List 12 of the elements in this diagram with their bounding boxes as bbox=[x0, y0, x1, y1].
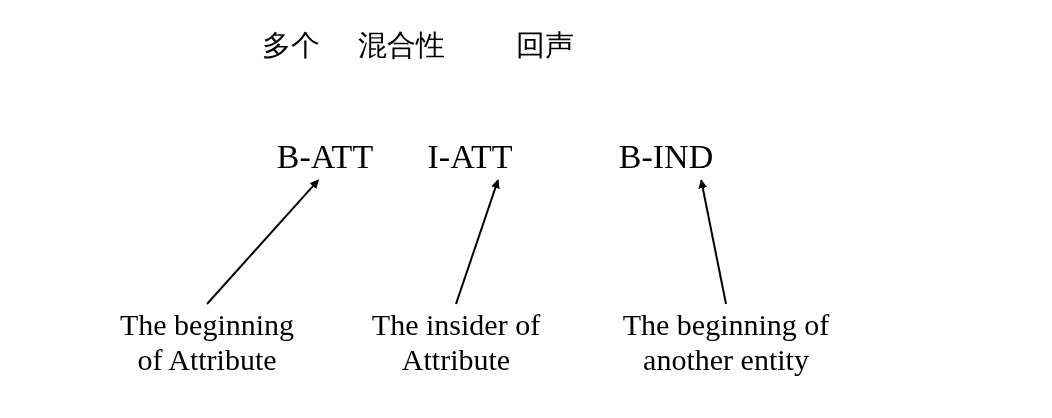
description-text: The beginning of another entity bbox=[610, 308, 842, 377]
description-text: The insider of Attribute bbox=[366, 308, 546, 377]
tag-label: B-ATT bbox=[258, 137, 392, 177]
description-text: The beginning of Attribute bbox=[112, 308, 302, 377]
arrow bbox=[455, 179, 500, 305]
tag-label: B-IND bbox=[578, 137, 754, 177]
word-label: 混合性 bbox=[358, 27, 445, 64]
arrow bbox=[206, 179, 320, 305]
tag-label: I-ATT bbox=[414, 137, 526, 177]
word-label: 多个 bbox=[262, 27, 320, 64]
arrow bbox=[698, 179, 727, 305]
word-label: 回声 bbox=[516, 27, 574, 64]
